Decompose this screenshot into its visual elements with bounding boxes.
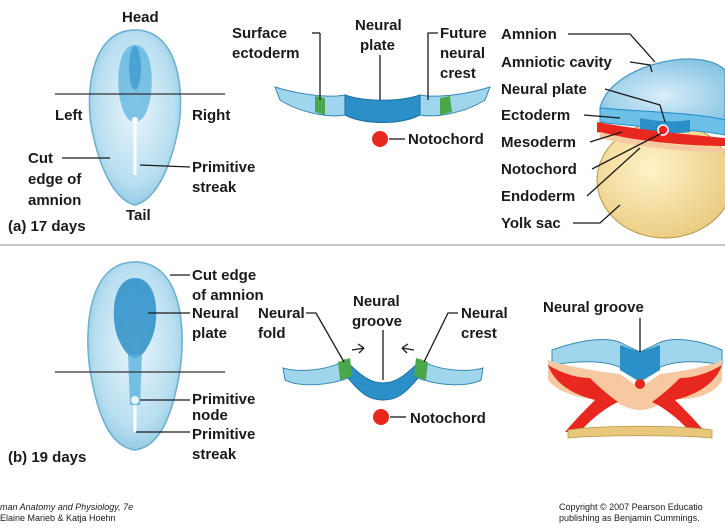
label-primitive-streak-b-1: Primitive <box>192 426 255 443</box>
embryonic-disc-17-days <box>597 59 725 238</box>
label-neural-plate-b-2: plate <box>192 325 227 342</box>
embryonic-disc-19-days <box>548 340 722 438</box>
label-yolk-sac: Yolk sac <box>501 215 561 232</box>
label-head: Head <box>122 9 159 26</box>
label-primitive-streak-b-2: streak <box>192 446 237 463</box>
label-tail: Tail <box>126 207 151 224</box>
label-cut-edge-b-2: of amnion <box>192 287 264 304</box>
label-neural-plate-a-2: plate <box>360 37 395 54</box>
label-endoderm: Endoderm <box>501 188 575 205</box>
label-neural-crest-1: Neural <box>461 305 508 322</box>
footer-right-line1: Copyright © 2007 Pearson Educatio <box>559 502 703 512</box>
label-notochord-b: Notochord <box>410 410 486 427</box>
label-future-neural-crest-1: Future <box>440 25 487 42</box>
label-surface-ectoderm-2: ectoderm <box>232 45 300 62</box>
label-neural-plate-a-1: Neural <box>355 17 402 34</box>
label-left: Left <box>55 107 83 124</box>
label-cut-edge-a-1: Cut <box>28 150 53 167</box>
label-neural-fold-2: fold <box>258 325 286 342</box>
label-neural-crest-2: crest <box>461 325 497 342</box>
footer-left-line1: man Anatomy and Physiology, 7e <box>0 502 133 512</box>
panel-a: Head Left Right Tail Cut edge of amnion … <box>8 9 725 238</box>
label-notochord-disc: Notochord <box>501 161 577 178</box>
label-cut-edge-a-3: amnion <box>28 192 81 209</box>
label-neural-plate-disc: Neural plate <box>501 81 587 98</box>
label-neural-plate-b-1: Neural <box>192 305 239 322</box>
label-neural-groove-disc: Neural groove <box>543 299 644 316</box>
label-surface-ectoderm-1: Surface <box>232 25 287 42</box>
label-future-neural-crest-2: neural <box>440 45 485 62</box>
footer: man Anatomy and Physiology, 7e Elaine Ma… <box>0 502 703 523</box>
panel-b: Cut edge of amnion Neural plate Primitiv… <box>8 262 722 466</box>
label-primitive-node-2: node <box>192 407 228 424</box>
label-primitive-streak-a-2: streak <box>192 179 237 196</box>
label-right: Right <box>192 107 230 124</box>
label-amnion: Amnion <box>501 26 557 43</box>
label-primitive-streak-a-1: Primitive <box>192 159 255 176</box>
label-cut-edge-b-1: Cut edge <box>192 267 256 284</box>
label-primitive-node-1: Primitive <box>192 391 255 408</box>
label-ectoderm: Ectoderm <box>501 107 570 124</box>
label-amniotic-cavity: Amniotic cavity <box>501 54 613 71</box>
caption-17-days: (a) 17 days <box>8 218 86 235</box>
label-mesoderm: Mesoderm <box>501 134 576 151</box>
label-future-neural-crest-3: crest <box>440 65 476 82</box>
footer-left-line2: Elaine Marieb & Katja Hoehn <box>0 513 116 523</box>
footer-right-line2: publishing as Benjamin Cummings. <box>559 513 700 523</box>
label-neural-fold-1: Neural <box>258 305 305 322</box>
label-cut-edge-a-2: edge of <box>28 171 82 188</box>
label-neural-groove-b-1: Neural <box>353 293 400 310</box>
label-neural-groove-b-2: groove <box>352 313 402 330</box>
label-notochord-a: Notochord <box>408 131 484 148</box>
caption-19-days: (b) 19 days <box>8 449 86 466</box>
